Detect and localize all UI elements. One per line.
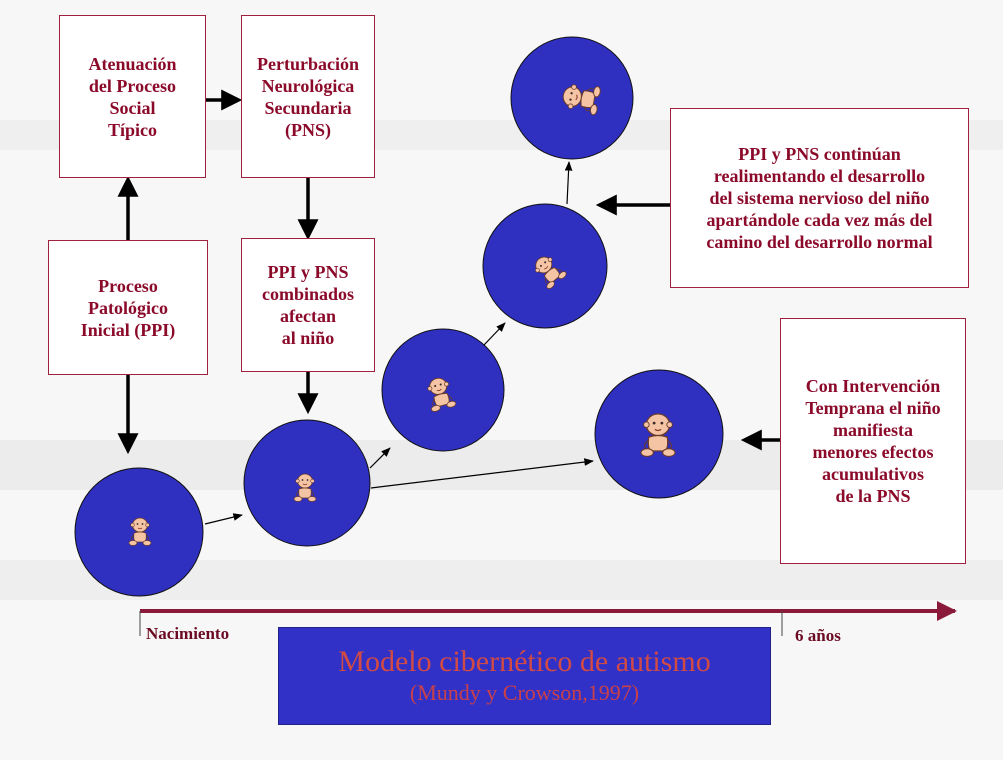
arrow-circle2-to-circle3 xyxy=(369,447,391,469)
box-perturbacion: Perturbación Neurológica Secundaria (PNS… xyxy=(241,15,375,178)
box-continuan: PPI y PNS continúan realimentando el des… xyxy=(670,108,969,288)
arrow-circle3-to-circle4 xyxy=(483,322,506,346)
timeline-end-label: 6 años xyxy=(795,626,841,645)
title-main: Modelo cibernético de autismo xyxy=(338,645,711,678)
timeline-start-label: Nacimiento xyxy=(146,624,230,643)
arrow-circle1-to-circle2 xyxy=(204,513,243,525)
arrow-circle4-to-circle5 xyxy=(564,161,573,205)
box-combinados: PPI y PNS combinados afectan al niño xyxy=(241,238,375,372)
title-citation: (Mundy y Crowson,1997) xyxy=(409,680,640,705)
title-box: Modelo cibernético de autismo (Mundy y C… xyxy=(278,627,771,725)
box-proceso-patologico: Proceso Patológico Inicial (PPI) xyxy=(48,240,208,375)
box-intervencion: Con Intervención Temprana el niño manifi… xyxy=(780,318,966,564)
arrow-circle2-to-circle6 xyxy=(370,458,594,489)
box-atenuacion: Atenuación del Proceso Social Típico xyxy=(59,15,206,178)
